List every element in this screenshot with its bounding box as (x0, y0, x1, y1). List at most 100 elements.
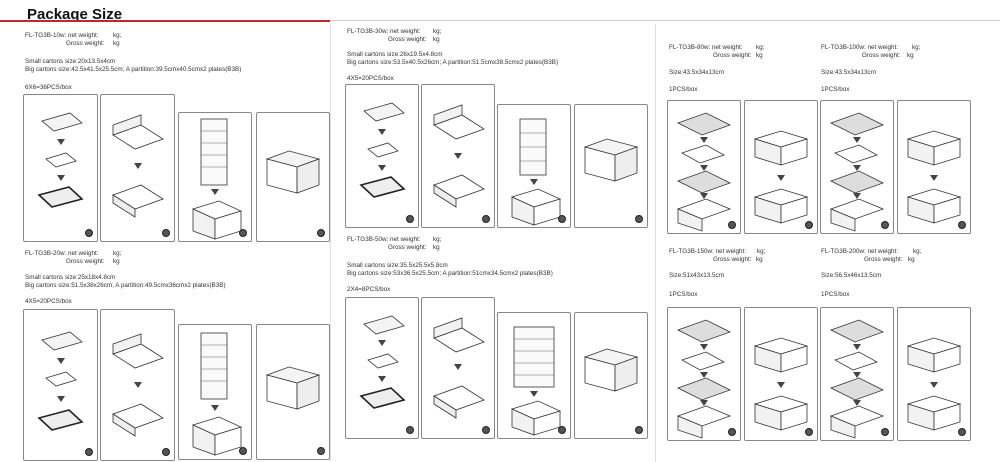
down-arrow-icon (56, 358, 65, 364)
step-badge-icon (728, 221, 736, 229)
column-divider (330, 24, 331, 462)
net-weight-unit: kg; (113, 32, 122, 39)
down-arrow-icon (853, 137, 861, 143)
model-net-weight: FL-TG3B-150w: net weight: (669, 248, 746, 255)
step-badge-icon (406, 215, 414, 223)
down-arrow-icon (777, 175, 785, 181)
step-badge-icon (958, 221, 966, 229)
product-size: Size:56.5x46x13.5cm (821, 272, 882, 279)
net-weight-unit: kg; (113, 250, 122, 257)
small-carton-size: Small cartons size:26x19.5x4.8cm (347, 51, 443, 58)
down-arrow-icon (530, 179, 538, 185)
step-panel-sealed-box (574, 104, 648, 228)
net-weight-unit: kg; (757, 248, 766, 255)
step-badge-icon (805, 221, 813, 229)
step-panel-box (744, 100, 818, 234)
step-panel-small-carton (100, 309, 175, 461)
down-arrow-icon (700, 137, 708, 143)
column-divider (655, 24, 656, 462)
step-badge-icon (881, 221, 889, 229)
step-panel-stacking (178, 324, 252, 460)
step-panel-sealed-box (574, 312, 648, 439)
step-panel-stacking (497, 104, 571, 228)
gross-weight-unit: kg (908, 256, 915, 263)
pieces-per-box: 1PCS/box (669, 86, 698, 93)
down-arrow-icon (700, 193, 708, 199)
down-arrow-icon (378, 340, 386, 346)
gross-weight-label: Gross weight: (66, 40, 105, 47)
down-arrow-icon (853, 344, 861, 350)
step-panel-tray-stack (667, 307, 741, 441)
big-carton-size: Big cartons size:53x36.5x25.5cm; A parti… (347, 270, 553, 277)
down-arrow-icon (853, 372, 861, 378)
down-arrow-icon (211, 405, 219, 411)
down-arrow-icon (930, 382, 938, 388)
step-badge-icon (239, 447, 247, 455)
down-arrow-icon (700, 165, 708, 171)
down-arrow-icon (378, 129, 386, 135)
step-badge-icon (317, 447, 325, 455)
step-panel-small-carton (100, 94, 175, 242)
step-badge-icon (635, 426, 643, 434)
step-badge-icon (635, 215, 643, 223)
down-arrow-icon (56, 139, 65, 145)
net-weight-unit: kg; (913, 248, 922, 255)
net-weight-unit: kg; (433, 236, 442, 243)
pieces-per-box: 4X5=20PCS/box (25, 298, 72, 305)
pieces-per-box: 1PCS/box (821, 291, 850, 298)
gross-weight-label: Gross weight: (862, 52, 901, 59)
down-arrow-icon (454, 364, 462, 370)
step-panel-small-carton (421, 84, 495, 228)
product-size: Size:43.5x34x13cm (669, 69, 724, 76)
down-arrow-icon (853, 193, 861, 199)
model-net-weight: FL-TG3B-30w: net weight: (347, 28, 421, 35)
big-carton-size: Big cartons size:42.5x41.5x25.5cm; A par… (25, 66, 242, 73)
down-arrow-icon (133, 163, 142, 169)
down-arrow-icon (211, 189, 219, 195)
product-size: Size:43.5x34x13cm (821, 69, 876, 76)
big-carton-size: Big cartons size:53.5x40.5x26cm; A parti… (347, 59, 559, 66)
step-panel-box (897, 307, 971, 441)
pieces-per-box: 1PCS/box (821, 86, 850, 93)
step-badge-icon (406, 426, 414, 434)
step-badge-icon (239, 229, 247, 237)
gross-weight-unit: kg (756, 52, 763, 59)
down-arrow-icon (853, 165, 861, 171)
gross-weight-label: Gross weight: (864, 256, 903, 263)
step-panel-stacking (497, 312, 571, 439)
step-badge-icon (162, 448, 170, 456)
down-arrow-icon (853, 400, 861, 406)
gross-weight-label: Gross weight: (713, 52, 752, 59)
step-badge-icon (728, 428, 736, 436)
step-panel-sealed-box (256, 112, 330, 242)
title-underline (0, 20, 330, 22)
gross-weight-label: Gross weight: (66, 258, 105, 265)
net-weight-unit: kg; (756, 44, 765, 51)
step-panel-box (897, 100, 971, 234)
down-arrow-icon (777, 382, 785, 388)
step-badge-icon (85, 229, 93, 237)
gross-weight-label: Gross weight: (388, 36, 427, 43)
gross-weight-unit: kg (907, 52, 914, 59)
step-panel-tray-stack (667, 100, 741, 234)
step-badge-icon (85, 448, 93, 456)
step-badge-icon (482, 215, 490, 223)
step-panel-product (345, 84, 419, 228)
down-arrow-icon (133, 382, 142, 388)
down-arrow-icon (378, 376, 386, 382)
gross-weight-label: Gross weight: (388, 244, 427, 251)
down-arrow-icon (530, 391, 538, 397)
pieces-per-box: 2X4=8PCS/box (347, 286, 391, 293)
step-badge-icon (482, 426, 490, 434)
model-net-weight: FL-TG3B-100w: net weight: (821, 44, 898, 51)
step-panel-box (744, 307, 818, 441)
header-rule (330, 20, 1000, 21)
step-badge-icon (881, 428, 889, 436)
model-net-weight: FL-TG3B-200w: net weight: (821, 248, 898, 255)
product-size: Size:51x43x13.5cm (669, 272, 724, 279)
small-carton-size: Small cartons size:35.5x25.5x5.8cm (347, 262, 448, 269)
down-arrow-icon (378, 165, 386, 171)
pieces-per-box: 4X5=20PCS/box (347, 75, 394, 82)
big-carton-size: Big cartons size:51.5x38x26cm; A partiti… (25, 282, 226, 289)
net-weight-unit: kg; (912, 44, 921, 51)
